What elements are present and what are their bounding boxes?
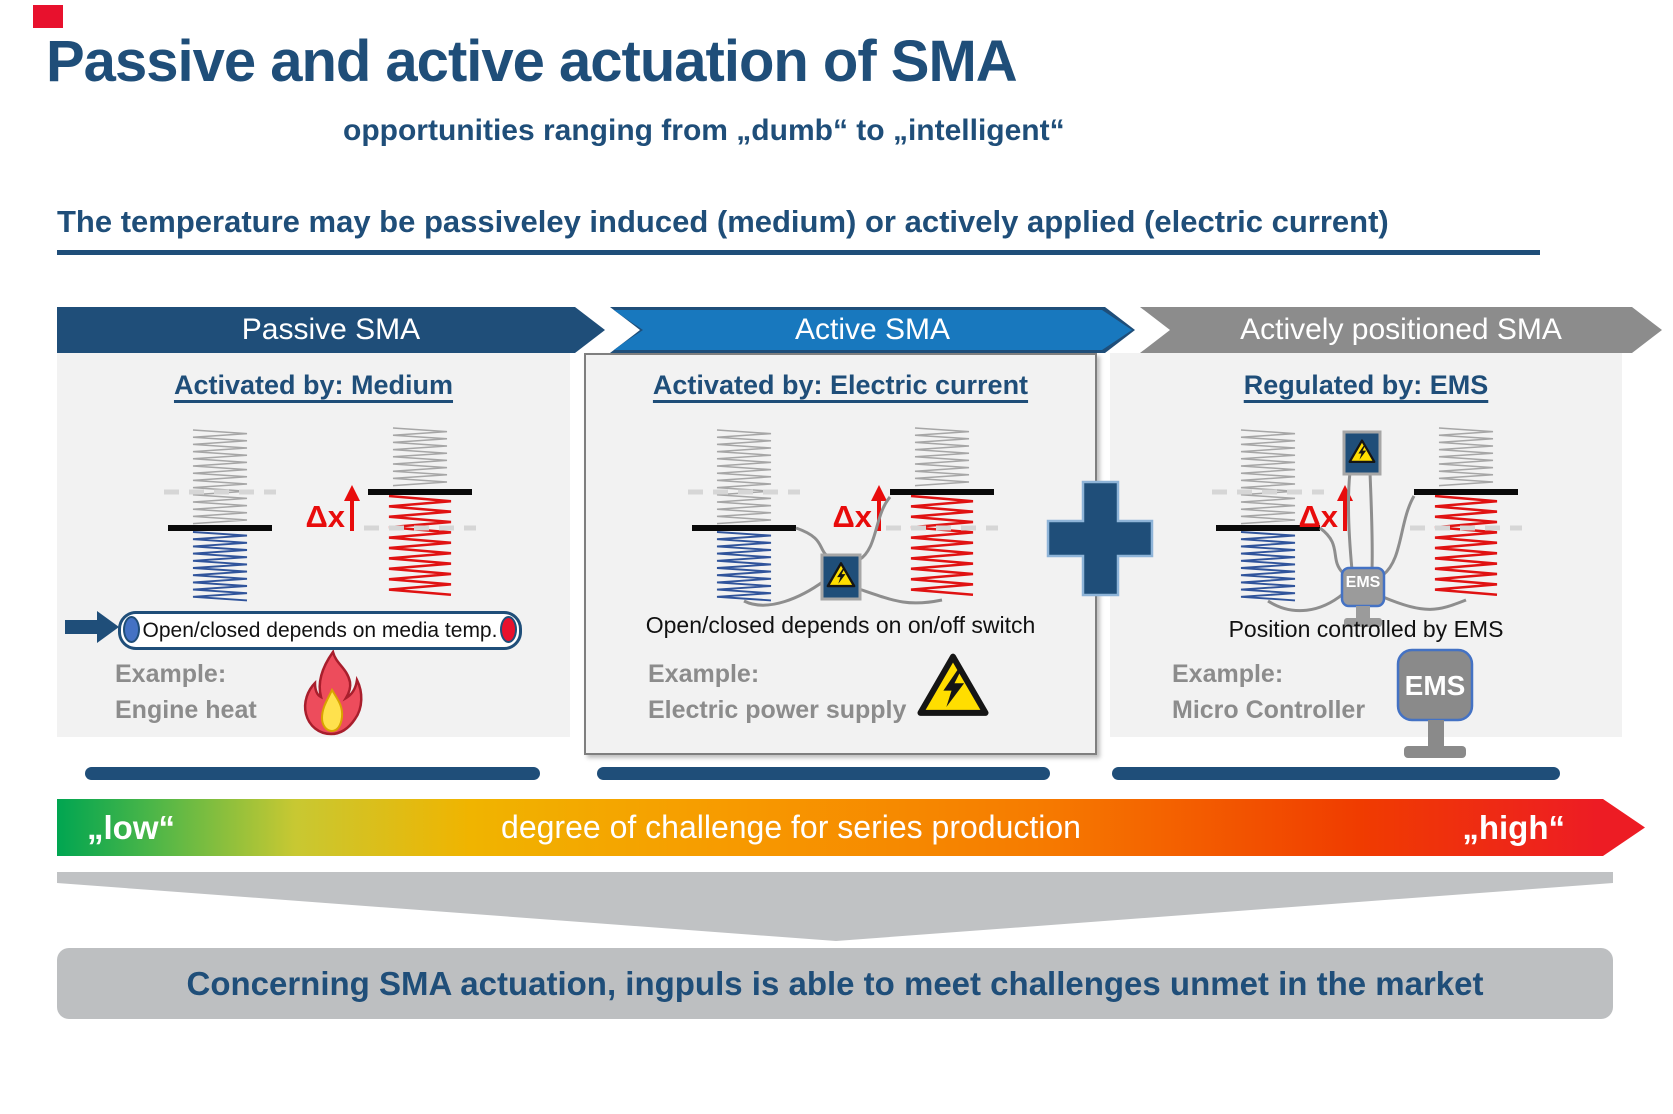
banner-label: Active SMA: [794, 313, 951, 346]
delta-x-label: Δx: [1298, 499, 1338, 534]
banner-label: Passive SMA: [241, 313, 421, 346]
example-value: Engine heat: [115, 696, 257, 724]
example-label: Example:: [1172, 660, 1284, 688]
panel-caption: Position controlled by EMS: [1228, 616, 1504, 642]
ems-monitor-label: EMS: [1404, 670, 1466, 701]
challenge-gradient-bar: degree of challenge for series productio…: [57, 799, 1645, 856]
brand-square-logo: [33, 5, 63, 28]
activation-heading-active: Activated by: Electric current: [652, 370, 1029, 400]
banner-label: Actively positioned SMA: [1240, 313, 1562, 346]
ems-connector-label: EMS: [1345, 574, 1381, 591]
activation-heading-ems: Regulated by: EMS: [1243, 370, 1489, 400]
example-label: Example:: [115, 660, 227, 688]
delta-x-label: Δx: [832, 499, 872, 534]
pipe-caption: Open/closed depends on media temp.: [142, 618, 498, 642]
challenge-low-label: „low“: [87, 808, 175, 846]
panel-underline-bar: [597, 767, 1050, 780]
section-heading: The temperature may be passiveley induce…: [57, 204, 1389, 239]
example-value: Micro Controller: [1172, 696, 1366, 724]
heading-rule: [57, 250, 1540, 255]
challenge-high-label: „high“: [1462, 808, 1565, 846]
panel-actively-positioned: [1110, 353, 1622, 737]
panel-active: [584, 353, 1097, 755]
conclusion-box: Concerning SMA actuation, ingpuls is abl…: [57, 948, 1613, 1019]
pipe-cold-cap: [123, 616, 140, 643]
banner-active-fill: [613, 310, 1132, 350]
panel-caption: Open/closed depends on on/off switch: [645, 612, 1036, 638]
conclusion-text: Concerning SMA actuation, ingpuls is abl…: [186, 964, 1484, 1002]
challenge-center-label: degree of challenge for series productio…: [501, 809, 1081, 845]
funnel-wedge: [57, 872, 1613, 941]
example-label: Example:: [648, 660, 760, 688]
page-subtitle: opportunities ranging from „dumb“ to „in…: [343, 114, 1065, 147]
valve-pipe: Open/closed depends on media temp.: [118, 611, 522, 650]
banner-active-sma: Active SMA: [610, 307, 1135, 353]
banner-actively-positioned-sma: Actively positioned SMA: [1140, 307, 1662, 353]
panel-underline-bar: [85, 767, 540, 780]
activation-heading-passive: Activated by: Medium: [173, 370, 454, 400]
delta-x-label: Δx: [305, 499, 345, 534]
page-title: Passive and active actuation of SMA: [46, 29, 1018, 94]
banner-passive-sma: Passive SMA: [57, 307, 605, 353]
pipe-hot-cap: [500, 616, 517, 643]
example-value: Electric power supply: [648, 696, 907, 724]
panel-underline-bar: [1112, 767, 1560, 780]
